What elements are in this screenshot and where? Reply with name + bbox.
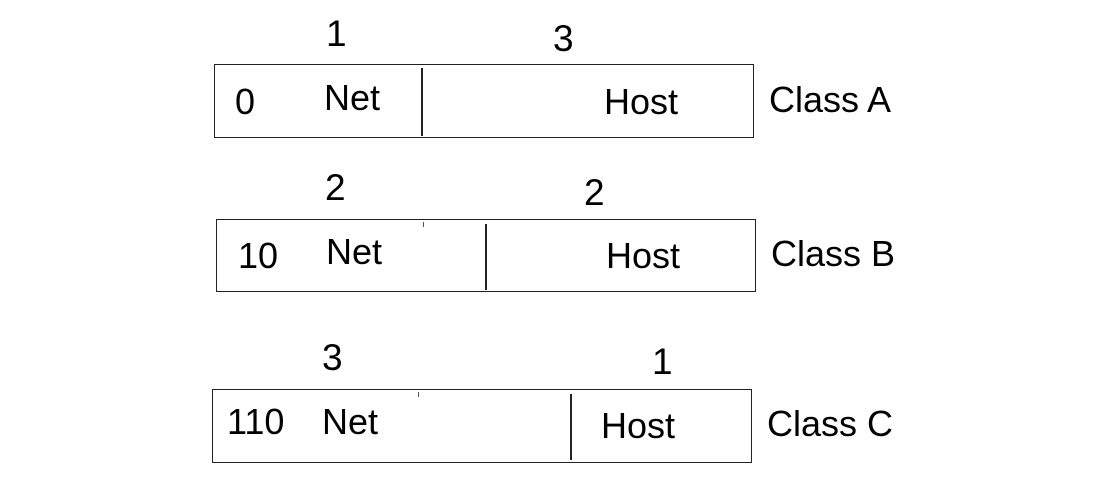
class-b-net-label: Net — [326, 231, 383, 272]
class-b-field-divider — [485, 224, 487, 290]
class-a-class-label: Class A — [769, 79, 892, 120]
class-c-host-label: Host — [601, 405, 676, 446]
class-a-net-label: Net — [324, 77, 381, 118]
class-a-host-label: Host — [604, 81, 679, 122]
class-a-prefix-bits: 0 — [235, 81, 256, 122]
class-c-net-count: 3 — [322, 337, 343, 378]
class-c-class-label: Class C — [767, 403, 894, 444]
class-b-tick-mark — [423, 222, 424, 227]
class-a-address-box — [214, 64, 754, 138]
class-a-host-count: 3 — [553, 18, 574, 59]
class-c-host-count: 1 — [652, 341, 673, 382]
class-b-net-count: 2 — [325, 167, 346, 208]
class-b-prefix-bits: 10 — [238, 235, 279, 276]
class-c-prefix-bits: 110 — [227, 401, 285, 442]
class-a-field-divider — [421, 68, 423, 136]
class-b-host-count: 2 — [584, 172, 605, 213]
class-a-net-count: 1 — [326, 13, 347, 54]
class-c-net-label: Net — [322, 401, 379, 442]
class-c-address-box — [212, 389, 752, 463]
class-b-class-label: Class B — [771, 233, 896, 274]
class-c-field-divider — [570, 394, 572, 460]
class-c-tick-mark — [418, 392, 419, 397]
class-b-host-label: Host — [606, 235, 681, 276]
